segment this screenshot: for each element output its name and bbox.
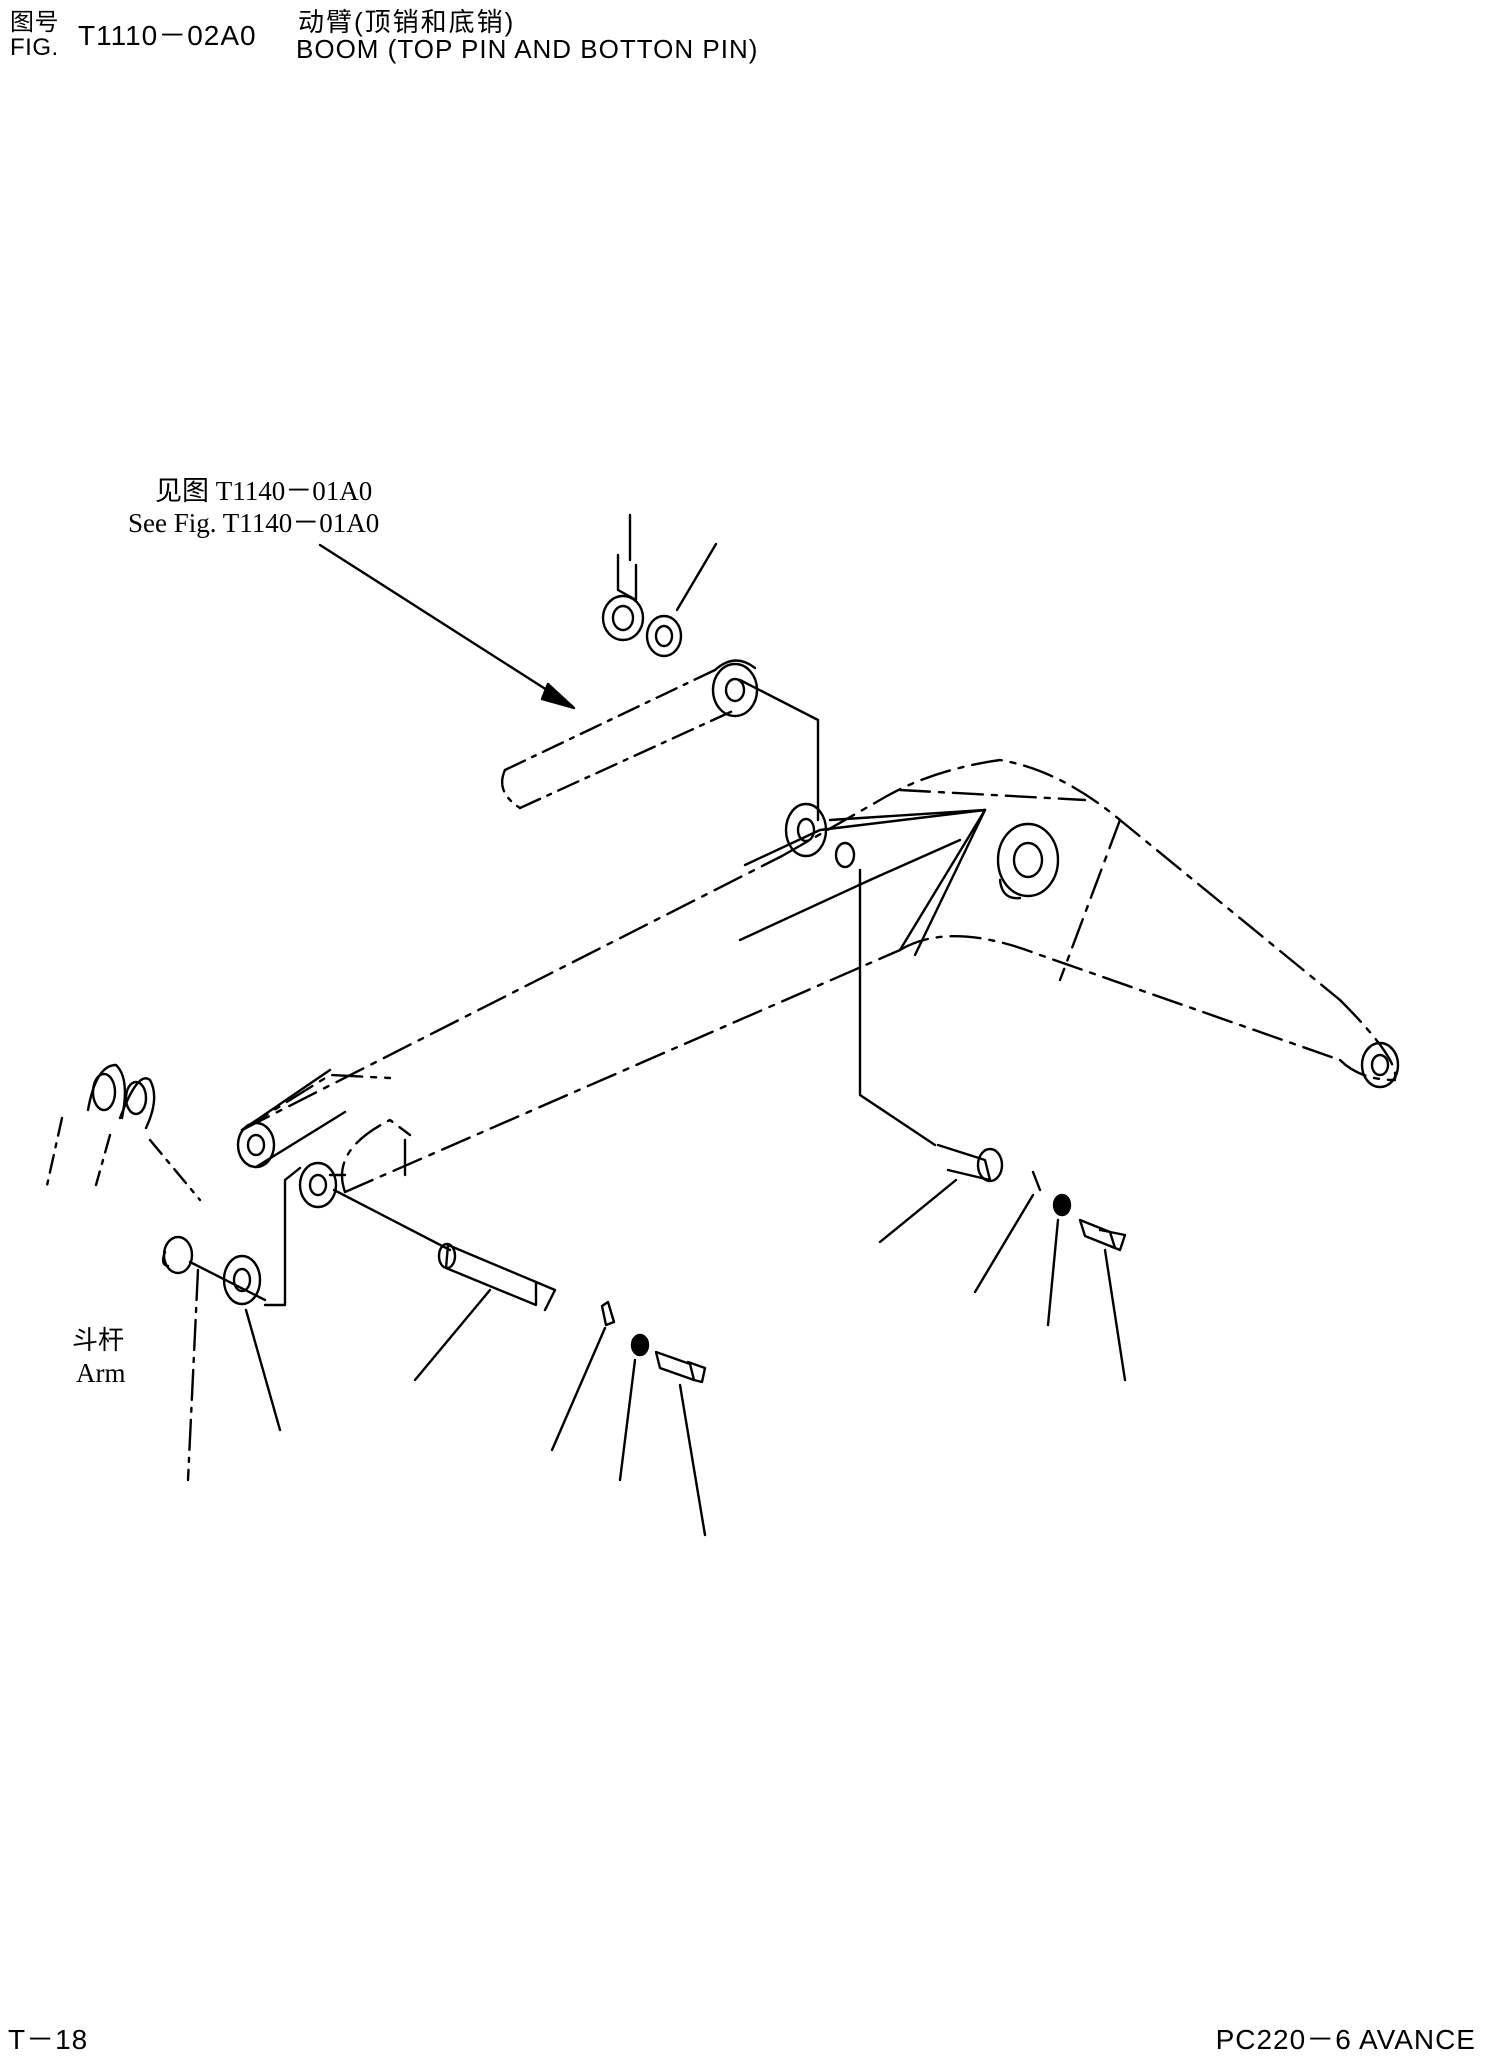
- leader-line-left: [263, 1166, 302, 1307]
- figure-label-en: FIG.: [10, 34, 59, 61]
- leader-line: [738, 678, 820, 822]
- right-pin-assembly: [878, 1143, 1127, 1382]
- reference-arrow: [318, 543, 576, 710]
- arm-label-en: Arm: [76, 1358, 126, 1388]
- arm-pin-washers: [161, 1235, 282, 1482]
- bottom-pin-assembly: [332, 1188, 707, 1537]
- figure-title-en: BOOM (TOP PIN AND BOTTON PIN): [296, 34, 759, 64]
- figure-title-zh: 动臂(顶销和底销): [298, 7, 516, 37]
- figure-header: 图号 FIG. T1110－02A0 动臂(顶销和底销) BOOM (TOP P…: [6, 0, 906, 64]
- page-number: T－18: [8, 2024, 89, 2055]
- top-pin-shim: [601, 513, 645, 642]
- boom-arm-end: [236, 1068, 407, 1209]
- boom-body: [240, 758, 1397, 1194]
- see-figure-label-zh: 见图 T1140－01A0: [155, 476, 373, 506]
- figure-label-zh: 图号: [10, 9, 59, 36]
- see-figure-label-en: See Fig. T1140－01A0: [128, 508, 380, 538]
- boom-top-bracket: [738, 802, 987, 957]
- top-pin-washer: [645, 542, 718, 658]
- arm-label-zh: 斗杆: [72, 1326, 125, 1355]
- boom-foot-end: [1360, 1041, 1400, 1089]
- machine-model: PC220－6 AVANCE: [1215, 2024, 1476, 2055]
- figure-number: T1110－02A0: [78, 20, 257, 51]
- boom-mid-boss: [996, 822, 1060, 900]
- cylinder-rod-end: [711, 659, 759, 718]
- boom-cylinder: [500, 668, 737, 810]
- arm-piece: [44, 1063, 202, 1202]
- leader-line-right: [858, 868, 937, 1147]
